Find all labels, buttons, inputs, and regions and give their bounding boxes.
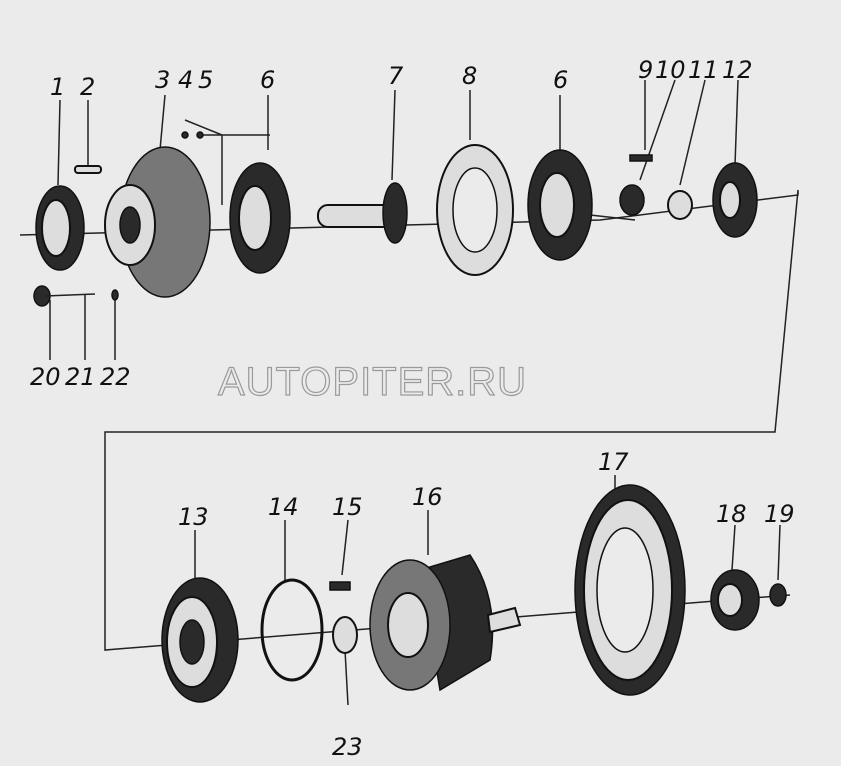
piston-13 (161, 577, 239, 703)
label-23: 23 (332, 733, 363, 761)
label-20: 20 (30, 363, 61, 391)
washer-22 (111, 289, 119, 301)
label-14: 14 (268, 493, 299, 521)
disc-6b (527, 149, 593, 261)
label-8: 8 (462, 62, 477, 90)
label-13: 13 (178, 503, 209, 531)
disc-6a (229, 162, 291, 274)
pin-4 (181, 131, 189, 139)
snap-ring-19 (769, 583, 787, 607)
pin-2 (74, 165, 102, 174)
label-2: 2 (80, 73, 95, 101)
label-10: 10 (655, 56, 686, 84)
washer-11 (667, 190, 693, 220)
bearing-12 (712, 162, 758, 238)
label-19: 19 (764, 500, 795, 528)
watermark: AUTOPITER.RU (218, 360, 527, 404)
bearing-18 (710, 569, 760, 631)
label-3: 3 (155, 66, 170, 94)
label-6b: 6 (553, 66, 568, 94)
label-12: 12 (722, 56, 753, 84)
label-11: 11 (688, 56, 719, 84)
label-5: 5 (198, 66, 213, 94)
label-22: 22 (100, 363, 131, 391)
label-21: 21 (65, 363, 96, 391)
label-9: 9 (638, 56, 653, 84)
bearing-1 (35, 185, 85, 271)
label-4: 4 (178, 66, 193, 94)
bolt-20 (33, 285, 96, 307)
label-1: 1 (50, 73, 65, 101)
washer-23 (332, 616, 358, 654)
label-18: 18 (716, 500, 747, 528)
pin-5 (196, 131, 204, 139)
label-15: 15 (332, 493, 363, 521)
ring-gear-17 (574, 484, 686, 696)
o-ring-14 (260, 578, 324, 682)
label-6a: 6 (260, 66, 275, 94)
label-16: 16 (412, 483, 443, 511)
flange-hub-3 (104, 146, 211, 298)
nut-10 (619, 184, 645, 216)
label-17: 17 (598, 448, 629, 476)
clutch-drum-16 (369, 554, 522, 692)
axis-line-top (19, 189, 799, 651)
label-7: 7 (388, 62, 404, 90)
shaft-7 (317, 182, 408, 244)
callout-labels: 1 2 3 4 5 6 7 8 6 9 10 11 12 20 21 22 13… (30, 56, 795, 761)
plate-8 (436, 144, 514, 276)
spring-15 (329, 581, 351, 591)
screw-9 (629, 154, 653, 162)
